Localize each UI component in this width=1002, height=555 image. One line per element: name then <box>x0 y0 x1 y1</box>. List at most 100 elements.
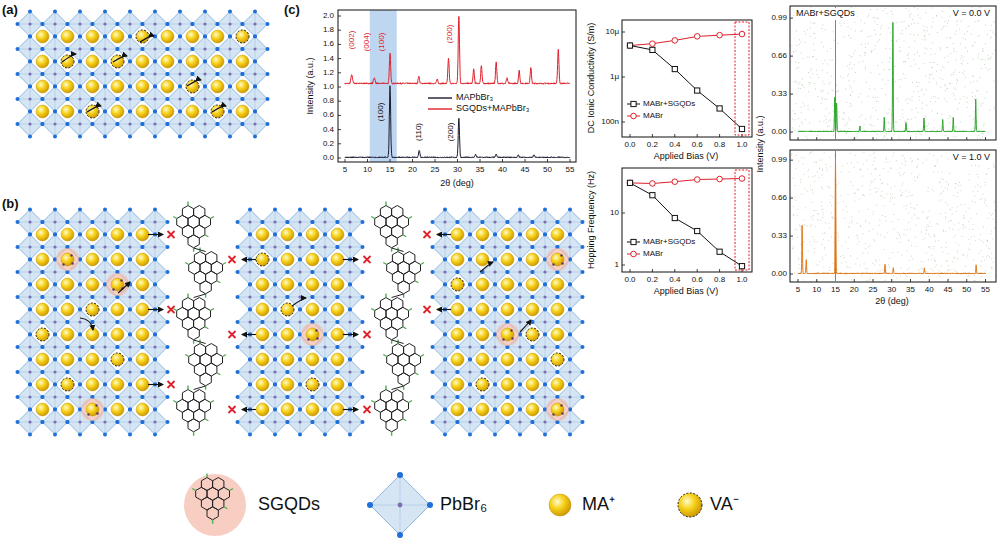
bromide-ion <box>543 320 546 323</box>
sgqd-dot <box>552 263 554 265</box>
bromide-ion <box>153 22 156 25</box>
bromide-ion <box>361 245 365 249</box>
bromide-ion <box>348 383 352 387</box>
bromide-ion <box>518 245 521 248</box>
bromide-ion <box>456 270 460 274</box>
bromide-ion <box>443 245 446 248</box>
bromide-ion <box>543 270 546 273</box>
bromide-ion <box>518 358 522 362</box>
bromide-ion <box>506 420 510 424</box>
bromide-ion <box>493 408 497 412</box>
bromide-ion <box>336 345 340 349</box>
bromide-ion <box>116 420 120 424</box>
bromide-ion <box>311 220 315 224</box>
bromide-ion <box>116 345 120 349</box>
bromide-ion <box>116 47 120 51</box>
migration-arrow <box>212 106 226 112</box>
ma-cation <box>526 303 539 316</box>
ma-cation <box>306 303 319 316</box>
bromide-ion <box>41 295 45 299</box>
ma-cation <box>86 253 99 266</box>
ma-cation <box>281 228 294 241</box>
bromide-ion <box>78 10 82 14</box>
bromide-ion <box>568 245 571 248</box>
ma-cation <box>136 378 149 391</box>
bromide-ion <box>41 420 45 424</box>
bromide-ion <box>568 320 571 323</box>
ma-cation <box>111 403 124 416</box>
bromide-ion <box>53 308 57 312</box>
bromide-ion <box>261 220 265 224</box>
bromide-ion <box>128 358 132 362</box>
bromide-ion <box>543 345 546 348</box>
bromide-ion <box>153 358 157 362</box>
bromide-ion <box>261 245 265 249</box>
bromide-ion <box>53 220 56 223</box>
bromide-ion <box>336 220 340 224</box>
bromide-ion <box>543 220 546 223</box>
bromide-ion <box>248 233 252 237</box>
bromide-ion <box>103 208 107 212</box>
bromide-ion <box>103 383 107 387</box>
bromide-ion <box>298 283 302 287</box>
ma-cation <box>236 55 249 68</box>
bromide-ion <box>128 308 132 312</box>
bromide-ion <box>28 358 32 362</box>
bromide-ion <box>543 433 547 437</box>
axis-tick <box>502 159 503 162</box>
bromide-ion <box>443 333 447 337</box>
bromide-ion <box>518 220 521 223</box>
ma-cation <box>186 105 199 118</box>
bromide-ion <box>506 370 510 374</box>
bromide-ion <box>443 258 447 262</box>
bromide-ion <box>348 358 352 362</box>
bromide-ion <box>248 358 252 362</box>
ma-cation <box>526 353 539 366</box>
bromide-ion <box>253 47 256 50</box>
bromide-ion <box>581 395 585 399</box>
bromide-ion <box>116 122 120 126</box>
migration-arrow <box>87 106 101 112</box>
axis-tick <box>338 44 341 45</box>
bromide-ion <box>116 395 120 399</box>
bromide-ion <box>518 283 522 287</box>
bromide-ion <box>361 345 365 349</box>
functional-group <box>409 401 412 403</box>
bromide-ion <box>28 10 32 14</box>
bromide-ion <box>53 358 57 362</box>
bromide-ion <box>153 72 156 75</box>
sgqd-dot <box>120 279 122 281</box>
bromide-ion <box>78 85 82 89</box>
bromide-ion <box>443 283 447 287</box>
bromide-ion <box>286 420 290 424</box>
graphene-ring <box>188 235 199 248</box>
bromide-ion <box>261 345 265 349</box>
bromide-ion <box>261 345 265 349</box>
ma-cation <box>501 328 514 341</box>
bromide-ion <box>28 47 31 50</box>
bromide-ion <box>103 85 107 89</box>
bromide-ion <box>241 72 245 76</box>
bromide-ion <box>78 345 81 348</box>
bromide-ion <box>78 233 82 237</box>
bromide-ion <box>128 433 132 437</box>
bromide-ion <box>493 233 497 237</box>
bromide-ion <box>298 408 302 412</box>
functional-group <box>217 373 220 375</box>
bromide-ion <box>53 308 57 312</box>
bromide-ion <box>28 245 31 248</box>
bromide-ion <box>203 97 206 100</box>
bromide-ion <box>78 97 81 100</box>
bromide-ion <box>216 72 220 76</box>
bromide-ion <box>128 383 132 387</box>
axis-tick <box>338 158 341 159</box>
bromide-ion <box>568 233 572 237</box>
bromide-ion <box>128 370 131 373</box>
bromide-ion <box>298 408 302 412</box>
bromide-ion <box>253 60 257 64</box>
bromide-ion <box>323 233 327 237</box>
bromide-ion <box>581 245 585 249</box>
bromide-ion <box>141 122 145 126</box>
bromide-ion <box>248 283 252 287</box>
bromide-ion <box>493 295 496 298</box>
